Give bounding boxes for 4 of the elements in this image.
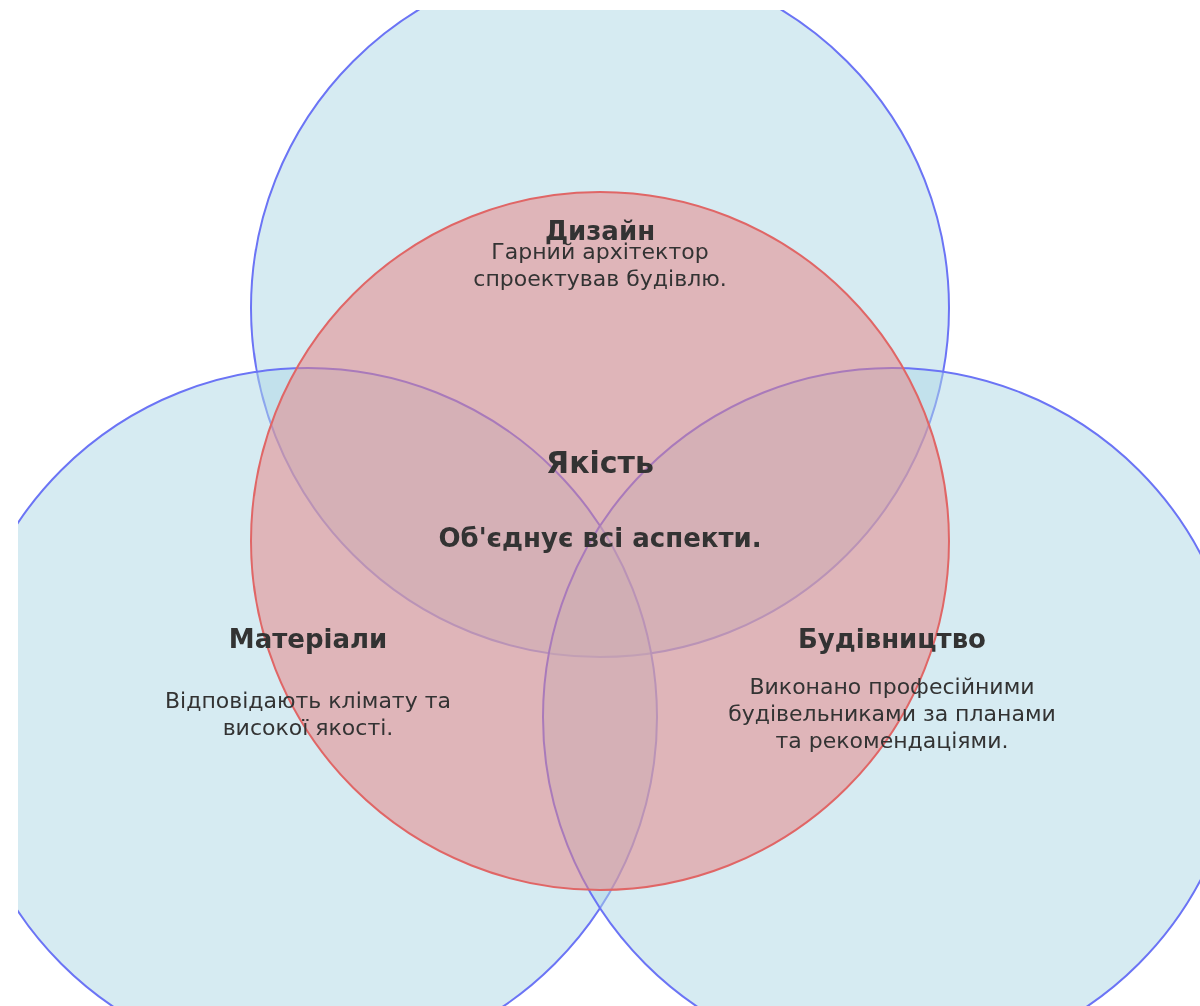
circle-title: Якість bbox=[546, 445, 654, 480]
circle-title: Будівництво bbox=[798, 624, 986, 654]
circle-title: Матеріали bbox=[228, 624, 388, 654]
circle-description: Об'єднує всі аспекти. bbox=[438, 525, 762, 552]
